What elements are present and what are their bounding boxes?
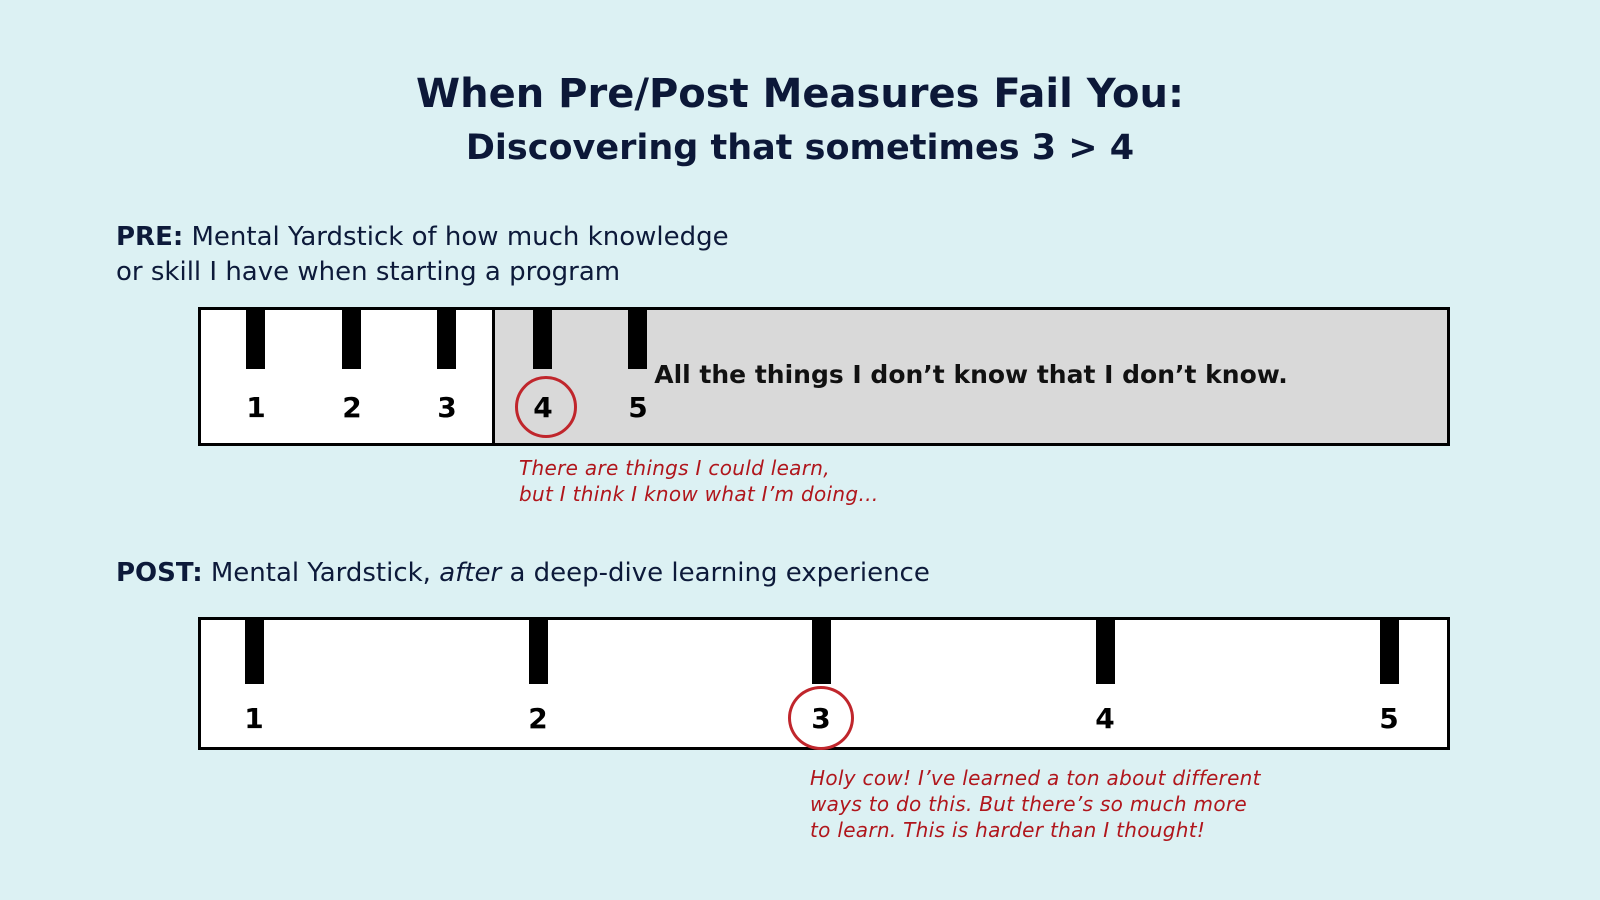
pre-tick-label-1: 1 [246, 391, 266, 424]
pre-tick-label-3: 3 [437, 391, 457, 424]
pre-tick-2 [342, 307, 361, 369]
post-tick-label-2: 2 [528, 702, 548, 735]
page-title: When Pre/Post Measures Fail You: [416, 71, 1184, 117]
post-caption: POST: Mental Yardstick, after a deep-div… [116, 556, 930, 591]
post-note-line3: to learn. This is harder than I thought! [810, 818, 1206, 842]
unknown-zone: All the things I don’t know that I don’t… [492, 307, 1450, 446]
post-note-line1: Holy cow! I’ve learned a ton about diffe… [810, 766, 1261, 790]
post-selected-circle [788, 686, 854, 750]
post-tick-2 [529, 617, 548, 684]
post-caption-before: Mental Yardstick, [210, 558, 431, 588]
post-tick-label-5: 5 [1379, 702, 1399, 735]
post-annotation: Holy cow! I’ve learned a ton about diffe… [810, 765, 1261, 843]
post-note-line2: ways to do this. But there’s so much mor… [810, 792, 1247, 816]
post-tick-1 [245, 617, 264, 684]
post-tick-3 [812, 617, 831, 684]
pre-tick-5 [628, 307, 647, 369]
unknown-zone-text: All the things I don’t know that I don’t… [654, 360, 1288, 389]
post-tick-5 [1380, 617, 1399, 684]
pre-caption-line2: or skill I have when starting a program [116, 257, 621, 287]
pre-tick-label-5: 5 [628, 391, 648, 424]
page-subtitle: Discovering that sometimes 3 > 4 [465, 128, 1135, 168]
pre-annotation: There are things I could learn, but I th… [519, 455, 879, 507]
post-caption-italic: after [439, 558, 502, 588]
pre-note-line1: There are things I could learn, [519, 456, 830, 480]
pre-selected-circle [515, 376, 577, 438]
post-label: POST: [116, 558, 203, 588]
pre-caption-line1: Mental Yardstick of how much knowledge [191, 222, 729, 252]
post-caption-after: a deep-dive learning experience [509, 558, 930, 588]
pre-caption: PRE: Mental Yardstick of how much knowle… [116, 220, 729, 290]
pre-label: PRE: [116, 222, 184, 252]
post-tick-label-4: 4 [1095, 702, 1115, 735]
pre-note-line2: but I think I know what I’m doing… [519, 482, 879, 506]
pre-tick-label-2: 2 [342, 391, 362, 424]
post-tick-4 [1096, 617, 1115, 684]
post-tick-label-1: 1 [244, 702, 264, 735]
pre-tick-3 [437, 307, 456, 369]
pre-tick-1 [246, 307, 265, 369]
pre-tick-4 [533, 307, 552, 369]
